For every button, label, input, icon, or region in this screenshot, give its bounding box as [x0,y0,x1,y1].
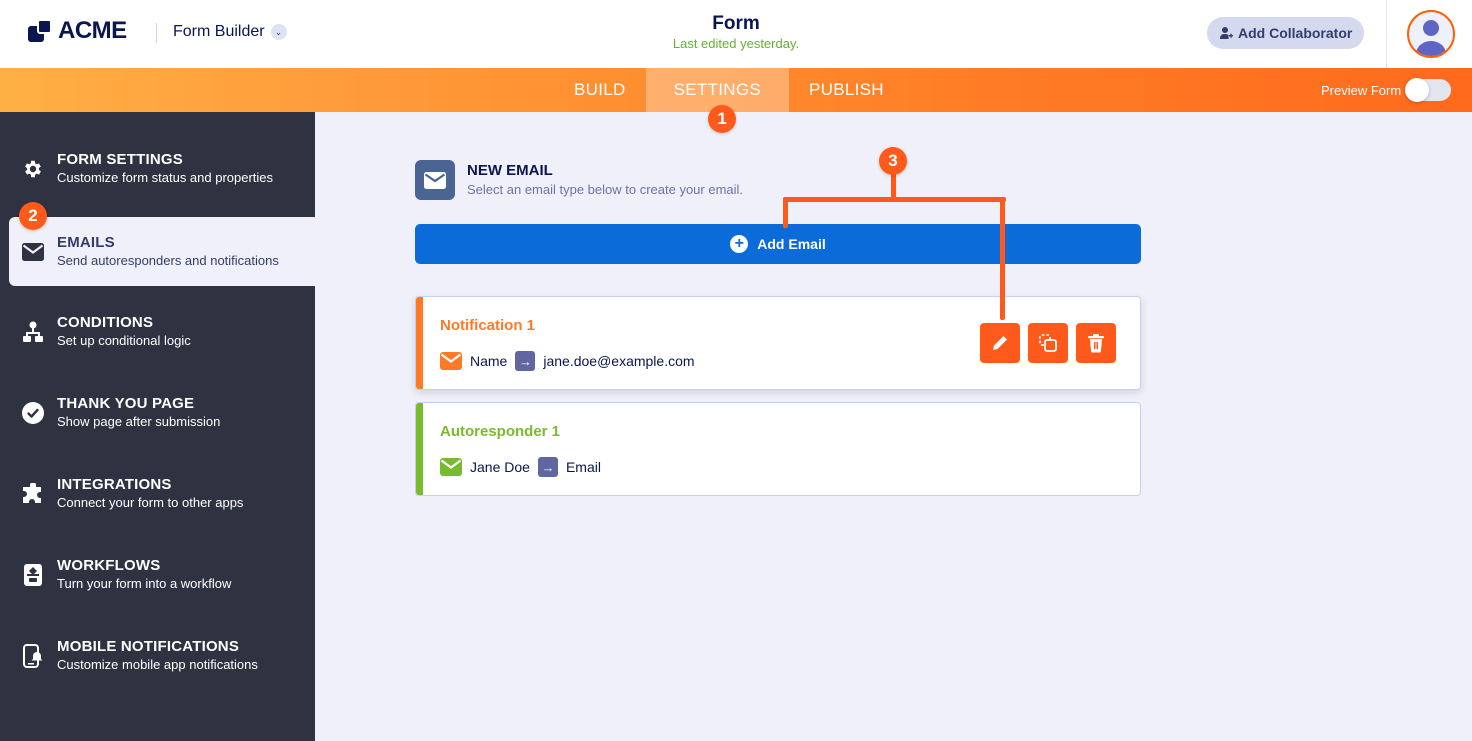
card-accent-bar [416,297,423,389]
sidebar-item-desc: Connect your form to other apps [57,495,244,510]
envelope-icon [22,242,44,261]
settings-sidebar: FORM SETTINGS Customize form status and … [0,112,315,741]
sidebar-item-desc: Turn your form into a workflow [57,576,232,591]
sidebar-item-desc: Send autoresponders and notifications [57,253,279,268]
sidebar-item-title: WORKFLOWS [57,557,161,574]
toggle-knob [1405,78,1430,102]
user-avatar[interactable] [1407,10,1455,58]
callout-badge-3: 3 [879,147,907,175]
envelope-icon [440,458,462,476]
preview-form-toggle[interactable] [1405,78,1452,102]
sidebar-item-title: THANK YOU PAGE [57,395,195,412]
add-email-label: Add Email [757,236,826,252]
sidebar-item-integrations[interactable]: INTEGRATIONS Connect your form to other … [9,459,315,528]
sidebar-item-form-settings[interactable]: FORM SETTINGS Customize form status and … [9,134,315,203]
email-card-autoresponder[interactable]: Autoresponder 1 Jane Doe → Email [415,402,1141,496]
new-email-title: NEW EMAIL [467,162,553,179]
workflow-icon [24,563,42,586]
sidebar-item-title: CONDITIONS [57,314,154,331]
sidebar-item-title: EMAILS [57,234,115,251]
add-email-button[interactable]: + Add Email [415,224,1141,264]
email-route: Jane Doe → Email [440,457,601,477]
tab-settings[interactable]: SETTINGS [645,68,789,112]
duplicate-icon [1039,334,1057,352]
sidebar-item-desc: Show page after submission [57,414,221,429]
sidebar-item-desc: Customize mobile app notifications [57,657,258,672]
email-card-notification[interactable]: Notification 1 Name → jane.doe@example.c… [415,296,1141,390]
callout-connector [783,197,788,228]
callout-badge-2: 2 [19,202,47,230]
sidebar-item-title: FORM SETTINGS [57,151,183,168]
email-to: Email [565,459,601,475]
trash-icon [1088,334,1104,353]
duplicate-button[interactable] [1028,323,1068,363]
mobile-bell-icon [23,643,43,668]
email-card-title: Autoresponder 1 [440,423,561,440]
delete-button[interactable] [1076,323,1116,363]
add-collaborator-button[interactable]: Add Collaborator [1207,17,1365,49]
sitemap-icon [23,321,43,342]
pencil-icon [993,336,1007,350]
sidebar-item-conditions[interactable]: CONDITIONS Set up conditional logic [9,297,315,366]
email-to: jane.doe@example.com [543,353,695,369]
logo-text: ACME [58,17,127,44]
email-card-title: Notification 1 [440,317,536,334]
preview-form-control: Preview Form [1321,78,1452,102]
arrow-right-icon: → [537,457,558,477]
chevron-down-icon: ⌄ [270,24,287,40]
new-email-header: NEW EMAIL Select an email type below to … [415,160,743,200]
new-email-subtitle: Select an email type below to create you… [467,182,744,197]
app-switcher[interactable]: Form Builder ⌄ [173,23,287,41]
header-divider-right [1386,0,1387,68]
logo-mark-icon [28,18,54,44]
acme-logo[interactable]: ACME [28,17,127,45]
user-icon [1416,20,1446,56]
header-divider [156,23,157,43]
tab-build[interactable]: BUILD [574,80,626,99]
top-header: ACME Form Builder ⌄ Form Last edited yes… [0,0,1472,68]
sidebar-item-mobile-notifications[interactable]: MOBILE NOTIFICATIONS Customize mobile ap… [9,621,315,690]
envelope-icon [440,352,462,370]
app-switcher-label: Form Builder [173,23,265,40]
sidebar-item-desc: Set up conditional logic [57,333,191,348]
builder-tabs: BUILD SETTINGS PUBLISH [554,68,904,112]
email-from: Name [470,353,508,369]
callout-connector [783,197,1006,202]
gear-icon [25,160,41,177]
email-card-actions [980,323,1116,363]
email-from: Jane Doe [470,459,530,475]
plus-circle-icon: + [730,235,749,253]
sidebar-item-title: MOBILE NOTIFICATIONS [57,638,240,655]
email-route: Name → jane.doe@example.com [440,351,695,371]
sidebar-item-title: INTEGRATIONS [57,476,172,493]
builder-nav-bar: BUILD SETTINGS PUBLISH Preview Form [0,68,1472,112]
sidebar-item-workflows[interactable]: WORKFLOWS Turn your form into a workflow [9,540,315,609]
puzzle-icon [23,482,41,503]
add-collaborator-label: Add Collaborator [1238,25,1353,41]
check-circle-icon [22,401,44,424]
tab-publish[interactable]: PUBLISH [809,80,884,99]
sidebar-item-emails[interactable]: EMAILS Send autoresponders and notificat… [9,217,315,286]
add-user-icon [1220,27,1233,39]
sidebar-item-desc: Customize form status and properties [57,170,274,185]
preview-form-label: Preview Form [1321,82,1402,98]
arrow-right-icon: → [515,351,536,371]
envelope-icon [415,160,455,200]
edit-button[interactable] [980,323,1020,363]
callout-badge-1: 1 [708,105,736,133]
callout-connector [1000,197,1005,320]
sidebar-item-thank-you-page[interactable]: THANK YOU PAGE Show page after submissio… [9,378,315,447]
callout-connector [891,172,896,202]
card-accent-bar [416,403,423,495]
